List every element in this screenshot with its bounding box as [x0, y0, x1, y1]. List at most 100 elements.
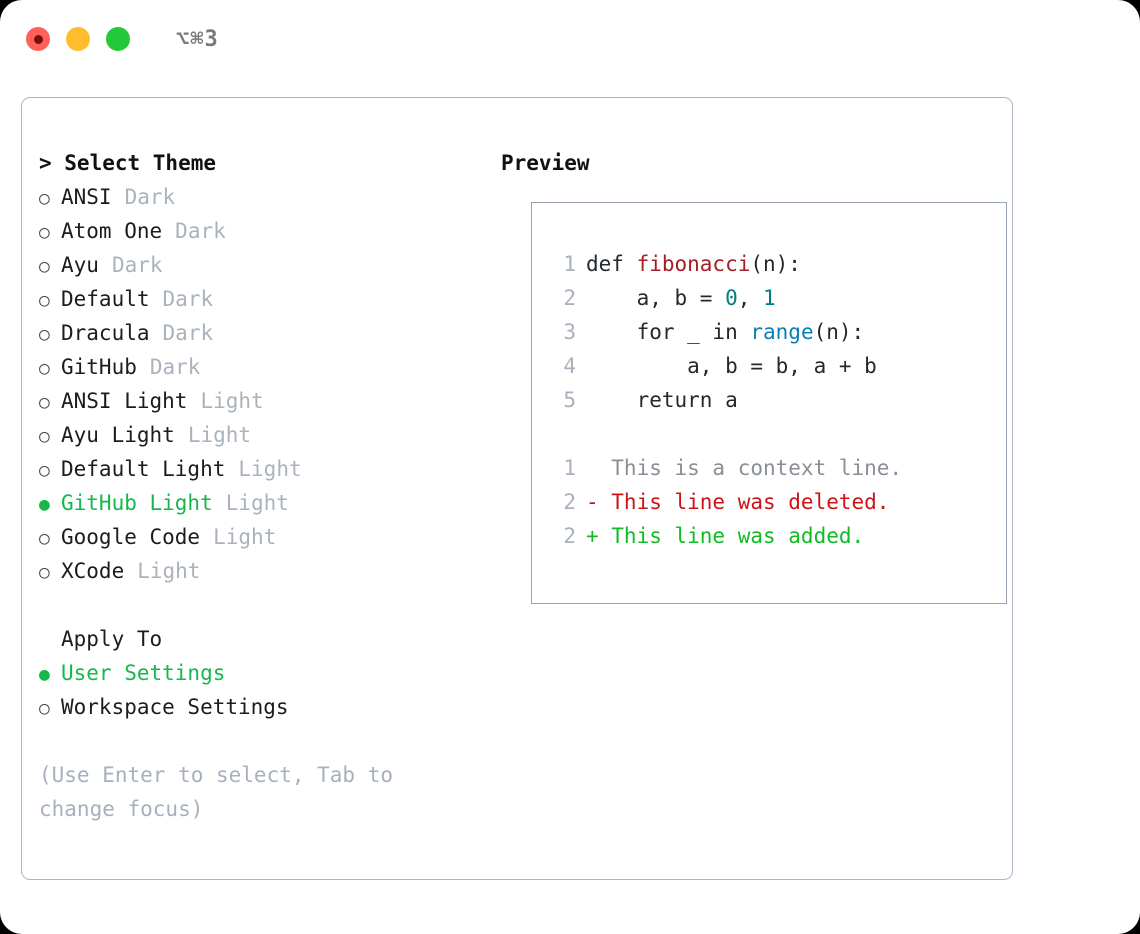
theme-name: XCode	[61, 559, 125, 583]
theme-list-item-selected[interactable]: ● GitHub Light Light	[39, 486, 489, 520]
diff-text: + This line was added.	[586, 524, 865, 548]
line-number: 2	[563, 524, 576, 548]
code-blank-line	[550, 417, 902, 451]
theme-list-item[interactable]: ○ Ayu Dark	[39, 248, 489, 282]
radio-icon: ○	[39, 256, 50, 277]
theme-list-item[interactable]: ○ XCode Light	[39, 554, 489, 588]
code-token: (n):	[750, 252, 801, 276]
theme-list-item[interactable]: ○ Default Dark	[39, 282, 489, 316]
apply-to-option-label: User Settings	[61, 661, 226, 685]
theme-name: Dracula	[61, 321, 150, 345]
radio-icon: ○	[39, 358, 50, 379]
theme-list-item[interactable]: ○ Ayu Light Light	[39, 418, 489, 452]
apply-to-group[interactable]: ● User Settings ○ Workspace Settings	[39, 656, 489, 724]
title-bar: ⌥⌘3	[0, 0, 1140, 78]
code-token: ,	[737, 286, 764, 310]
theme-name: Atom One	[61, 219, 163, 243]
apply-to-option-workspace-settings[interactable]: ○ Workspace Settings	[39, 690, 489, 724]
theme-name: Ayu	[61, 253, 99, 277]
select-theme-header: > Select Theme	[39, 151, 217, 175]
list-spacer	[39, 588, 489, 622]
line-number: 2	[563, 490, 576, 514]
code-token-builtin: range	[750, 320, 814, 344]
theme-name: Default	[61, 287, 150, 311]
radio-icon-selected: ●	[39, 494, 50, 515]
keyboard-shortcut-label: ⌥⌘3	[176, 26, 219, 52]
theme-name: GitHub	[61, 355, 137, 379]
code-token: for _ in	[586, 320, 751, 344]
radio-icon: ○	[39, 188, 50, 209]
theme-list[interactable]: ○ ANSI Dark ○ Atom One Dark ○ Ayu Dark ○…	[39, 180, 489, 588]
line-number: 3	[563, 320, 576, 344]
code-token-function: fibonacci	[636, 252, 751, 276]
preview-box: 1 def fibonacci (n): 2 a, b = 0 , 1 3	[531, 202, 1007, 604]
radio-icon: ○	[39, 324, 50, 345]
code-token: a, b = b, a + b	[586, 354, 877, 378]
code-line: 5 return a	[550, 383, 902, 417]
radio-icon: ○	[39, 562, 50, 583]
line-number: 4	[563, 354, 576, 378]
theme-variant-badge: Light	[238, 457, 302, 481]
line-number: 5	[563, 388, 576, 412]
theme-list-item[interactable]: ○ Atom One Dark	[39, 214, 489, 248]
theme-name: Default Light	[61, 457, 226, 481]
theme-list-item[interactable]: ○ ANSI Dark	[39, 180, 489, 214]
theme-variant-badge: Dark	[162, 287, 214, 311]
code-token: (n):	[813, 320, 865, 344]
radio-icon: ○	[39, 222, 50, 243]
theme-list-item[interactable]: ○ Dracula Dark	[39, 316, 489, 350]
diff-line-context: 1 This is a context line.	[550, 451, 902, 485]
theme-name: ANSI Light	[61, 389, 188, 413]
theme-variant-badge: Light	[137, 559, 201, 583]
code-line: 1 def fibonacci (n):	[550, 247, 902, 281]
minimize-button[interactable]	[66, 27, 90, 51]
code-line: 4 a, b = b, a + b	[550, 349, 902, 383]
radio-icon: ○	[39, 392, 50, 413]
theme-name: Google Code	[61, 525, 201, 549]
theme-name: ANSI	[61, 185, 112, 209]
theme-list-item[interactable]: ○ ANSI Light Light	[39, 384, 489, 418]
code-token: def	[586, 252, 637, 276]
diff-line-added: 2 + This line was added.	[550, 519, 902, 553]
theme-name: Ayu Light	[61, 423, 175, 447]
keyboard-hint-text: (Use Enter to select, Tab to change focu…	[39, 763, 406, 821]
code-sample: 1 def fibonacci (n): 2 a, b = 0 , 1 3	[550, 247, 902, 553]
preview-pane: Preview 1 def fibonacci (n): 2 a, b = 0 …	[501, 146, 1007, 604]
apply-to-header: Apply To	[61, 627, 163, 651]
apply-to-option-user-settings[interactable]: ● User Settings	[39, 656, 489, 690]
code-line: 2 a, b = 0 , 1	[550, 281, 902, 315]
maximize-button[interactable]	[106, 27, 130, 51]
code-token-number: 0	[725, 286, 738, 310]
theme-variant-badge: Light	[213, 525, 277, 549]
code-token: return a	[586, 388, 738, 412]
theme-variant-badge: Dark	[149, 355, 201, 379]
radio-icon: ○	[39, 426, 50, 447]
radio-icon: ○	[39, 290, 50, 311]
line-number: 1	[563, 456, 576, 480]
theme-variant-badge: Light	[187, 423, 252, 447]
theme-variant-badge: Dark	[175, 219, 226, 243]
preview-header: Preview	[501, 151, 590, 175]
theme-list-item[interactable]: ○ Default Light Light	[39, 452, 489, 486]
theme-selector-dialog: > Select Theme ○ ANSI Dark ○ Atom One Da…	[21, 97, 1013, 880]
radio-icon: ○	[39, 460, 50, 481]
radio-icon: ○	[39, 698, 50, 719]
theme-variant-badge: Dark	[111, 253, 163, 277]
theme-variant-badge: Dark	[162, 321, 214, 345]
code-line: 3 for _ in range (n):	[550, 315, 902, 349]
radio-icon-selected: ●	[39, 664, 50, 685]
close-button[interactable]	[26, 27, 50, 51]
theme-list-item[interactable]: ○ Google Code Light	[39, 520, 489, 554]
diff-text: - This line was deleted.	[586, 490, 890, 514]
radio-icon: ○	[39, 528, 50, 549]
code-token: a, b =	[586, 286, 726, 310]
diff-text: This is a context line.	[586, 456, 903, 480]
theme-variant-badge: Dark	[124, 185, 176, 209]
theme-variant-badge: Light	[200, 389, 264, 413]
window-controls	[26, 27, 130, 51]
apply-to-option-label: Workspace Settings	[61, 695, 289, 719]
theme-variant-badge: Light	[225, 491, 289, 515]
theme-name: GitHub Light	[61, 491, 213, 515]
theme-list-item[interactable]: ○ GitHub Dark	[39, 350, 489, 384]
